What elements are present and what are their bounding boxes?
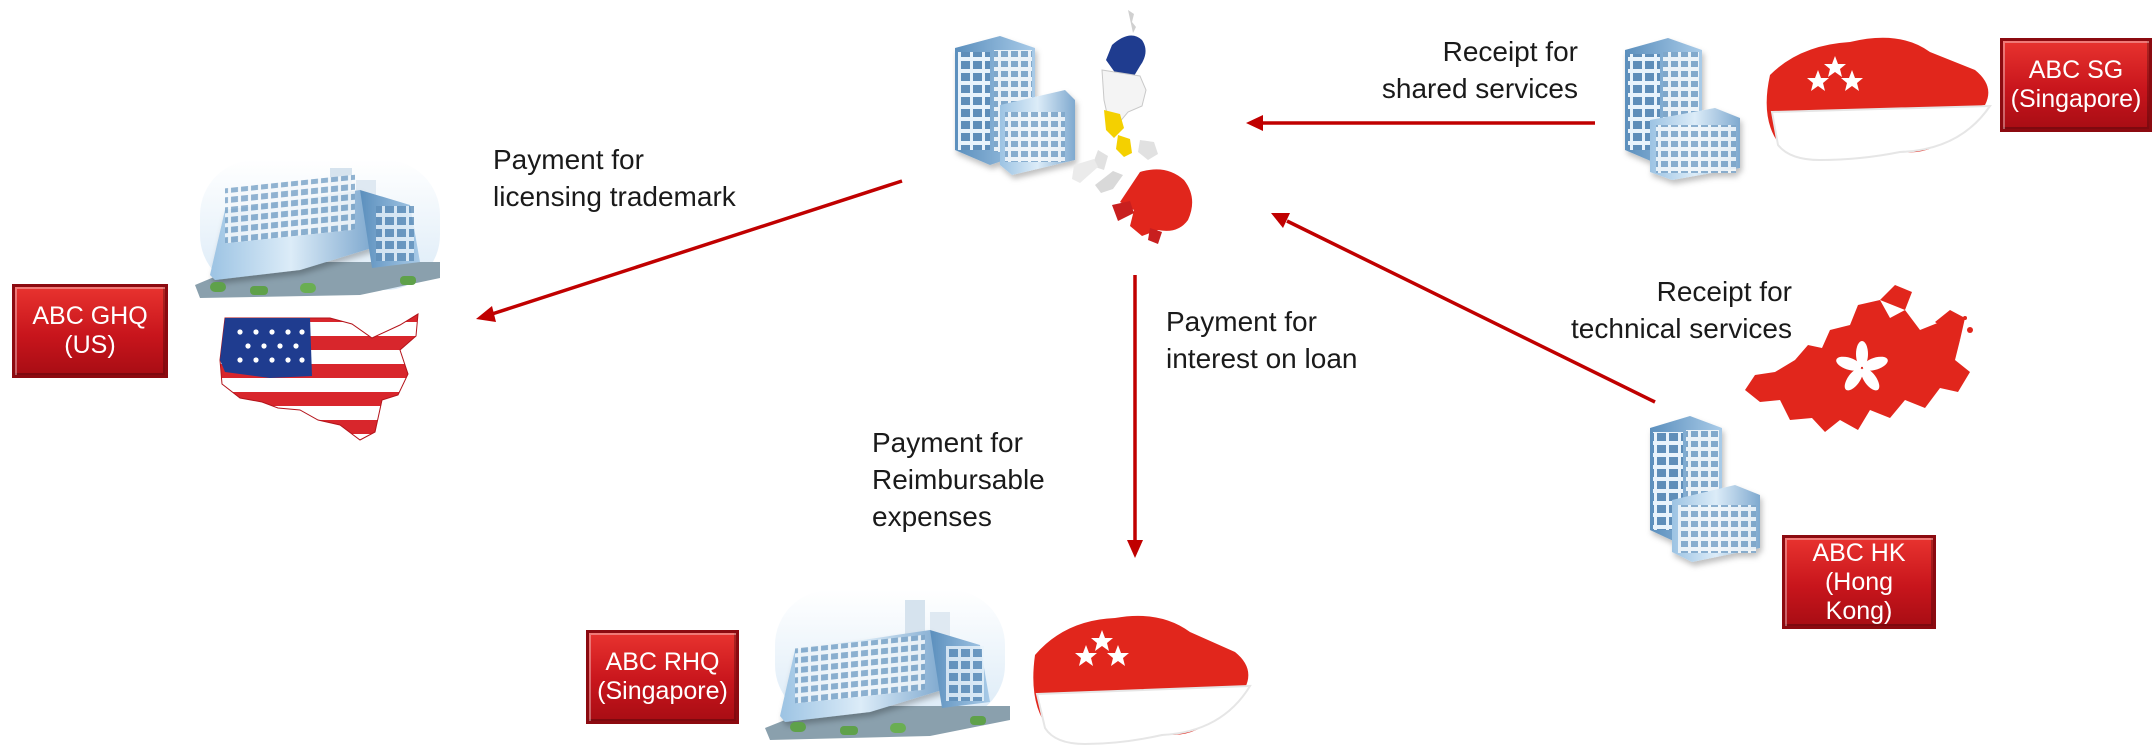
flow-label-licensing-trademark: Payment for licensing trademark — [493, 141, 736, 215]
singapore-map-flag-icon — [1033, 615, 1252, 746]
us-ghq-entity — [195, 160, 440, 441]
entity-box-line: (US) — [64, 331, 116, 359]
flow-label-line: Payment for — [1166, 306, 1317, 337]
entity-box-abc-hk: ABC HK (Hong Kong) — [1782, 535, 1936, 629]
arrows — [476, 115, 1656, 558]
entity-box-abc-rhq: ABC RHQ (Singapore) — [586, 630, 739, 724]
flow-label-line: Payment for — [493, 144, 644, 175]
philippines-map-flag-icon — [1072, 10, 1193, 244]
arrow-trademark — [476, 179, 903, 322]
arrow-technical-services — [1271, 213, 1656, 404]
flow-label-line: Receipt for — [1442, 36, 1578, 67]
flow-label-technical-services: Receipt for technical services — [1498, 273, 1792, 347]
office-tower-icon — [1650, 416, 1760, 562]
office-building-icon — [195, 160, 440, 298]
entity-box-line: ABC GHQ — [32, 302, 148, 330]
entity-box-line: (Hong — [1824, 567, 1894, 596]
flow-label-line: Reimbursable — [872, 464, 1045, 495]
entity-box-line: ABC SG — [2028, 56, 2124, 84]
entity-box-abc-ghq: ABC GHQ (US) — [12, 284, 168, 378]
flow-label-line: Receipt for — [1656, 276, 1792, 307]
flow-label-line: expenses — [872, 501, 992, 532]
singapore-map-flag-icon — [1766, 37, 1992, 162]
entity-box-line: ABC HK — [1812, 538, 1906, 567]
entity-box-line: (Singapore) — [597, 677, 728, 705]
flow-label-line: shared services — [1381, 73, 1578, 104]
arrow-interest-loan — [1127, 275, 1143, 558]
arrow-shared-services — [1246, 115, 1595, 131]
hong-kong-entity — [1650, 285, 1973, 562]
flow-label-line: interest on loan — [1166, 343, 1358, 374]
philippines-entity — [955, 10, 1193, 244]
flow-label-line: licensing trademark — [493, 181, 736, 212]
singapore-rhq-entity — [765, 590, 1252, 746]
office-tower-icon — [1625, 38, 1740, 180]
flow-label-line: technical services — [1571, 313, 1792, 344]
office-building-icon — [765, 590, 1010, 740]
entity-box-line: ABC RHQ — [605, 648, 720, 676]
flow-label-line: Payment for — [872, 427, 1023, 458]
us-map-flag-icon — [219, 313, 419, 441]
entity-box-line: Kong) — [1825, 596, 1893, 625]
flow-label-shared-services: Receipt for shared services — [1330, 33, 1578, 107]
office-tower-icon — [955, 36, 1075, 175]
entity-box-abc-sg: ABC SG (Singapore) — [2000, 38, 2152, 132]
flow-label-reimbursable-expenses: Payment for Reimbursable expenses — [872, 424, 1045, 535]
singapore-sg-entity — [1625, 37, 1992, 180]
hong-kong-map-flag-icon — [1745, 285, 1973, 432]
entity-box-line: (Singapore) — [2010, 85, 2142, 113]
flow-label-interest-on-loan: Payment for interest on loan — [1166, 303, 1357, 377]
